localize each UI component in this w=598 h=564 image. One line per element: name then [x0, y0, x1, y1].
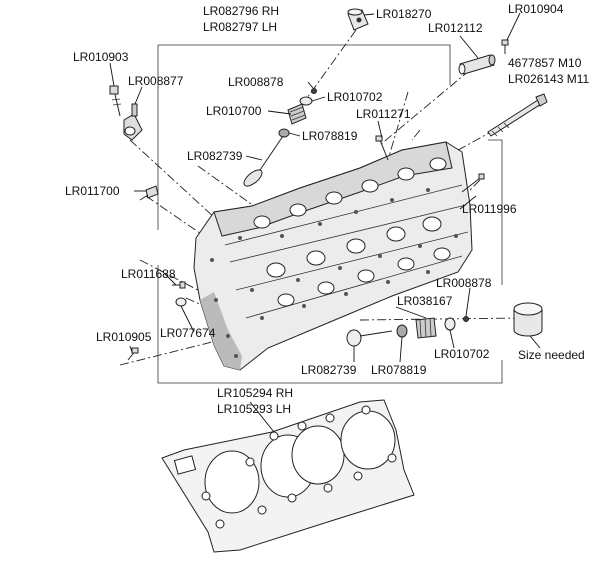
m11-label: LR026143 M11: [508, 72, 589, 86]
lr010702-bottom-label: LR010702: [434, 347, 490, 361]
lr008878-bottom-label: LR008878: [436, 276, 492, 290]
lr010903-label: LR010903: [73, 50, 129, 64]
side-small-parts: [127, 281, 187, 361]
lash-adjuster-part: [458, 54, 496, 75]
cylinder-head: [193, 141, 473, 371]
gasket-lh-label: LR105293 LH: [217, 402, 291, 416]
lr082739-top-label: LR082739: [187, 149, 243, 163]
stud-lr010903-part: [109, 85, 122, 117]
lr010904-label: LR010904: [508, 2, 564, 16]
head-lh-label: LR082797 LH: [203, 20, 277, 34]
lr008877-label: LR008877: [128, 74, 184, 88]
bolt-lr011271-part: [375, 135, 389, 161]
lr038167-label: LR038167: [397, 294, 453, 308]
long-bolt-part: [487, 93, 548, 137]
lr011700-label: LR011700: [65, 184, 120, 198]
lr011996-label: LR011996: [462, 202, 517, 216]
lr010702-top-label: LR010702: [327, 90, 383, 104]
head-gasket: [161, 399, 415, 553]
gasket-rh-label: LR105294 RH: [217, 386, 293, 400]
head-rh-label: LR082796 RH: [203, 4, 279, 18]
part-labels: LR082796 RH LR082797 LH LR018270 LR01090…: [65, 2, 589, 416]
valve-train-top-parts: [243, 88, 317, 187]
lr008878-top-label: LR008878: [228, 75, 284, 89]
lr011688-label: LR011688: [121, 267, 176, 281]
lr018270-label: LR018270: [376, 7, 432, 21]
lr082739-bottom-label: LR082739: [301, 363, 357, 377]
cam-follower-part: [347, 8, 369, 31]
lr078819-bottom-label: LR078819: [371, 363, 427, 377]
lr011271-label: LR011271: [356, 107, 411, 121]
tensioner-part: [123, 103, 143, 141]
bucket-tappet-part: [513, 302, 543, 337]
bolt-lr010904-part: [501, 39, 509, 54]
m10-label: 4677857 M10: [508, 56, 582, 70]
lr078819-top-label: LR078819: [302, 129, 358, 143]
size-needed-label: Size needed: [518, 348, 585, 362]
lr012112-label: LR012112: [428, 21, 483, 35]
lr010905-label: LR010905: [96, 330, 152, 344]
valve-train-bottom-parts: [346, 316, 469, 347]
assembly-frame: [157, 44, 503, 384]
lr010700-label: LR010700: [206, 104, 262, 118]
leader-lines: [109, 12, 541, 433]
bolt-lr011700-part: [139, 185, 159, 201]
lr077674-label: LR077674: [160, 326, 216, 340]
bolt-lr011996-part: [461, 173, 485, 193]
